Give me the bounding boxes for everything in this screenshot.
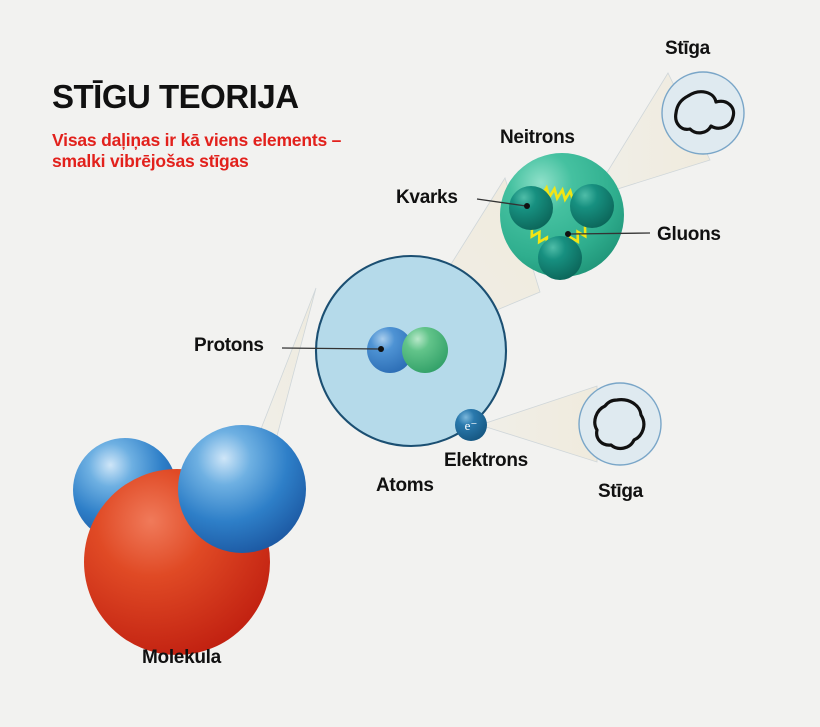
page-title: STĪGU TEORIJA: [52, 78, 299, 115]
label-kvarks: Kvarks: [396, 187, 458, 208]
page-subtitle: Visas daļiņas ir kā viens elements – sma…: [52, 130, 342, 171]
neutron-sphere: [402, 327, 448, 373]
quark-left: [509, 186, 553, 230]
string-bottom-circle: [578, 382, 662, 466]
leader-dot-protons: [378, 346, 384, 352]
electron-sphere: [455, 409, 487, 441]
quark-bottom: [538, 236, 582, 280]
leader-gluons: [568, 232, 651, 235]
string-loop-top: [674, 90, 736, 135]
leader-lines: [281, 198, 651, 352]
leader-dot-gluons: [565, 231, 571, 237]
string-top-circle: [661, 71, 745, 155]
electron-symbol-label: e⁻: [465, 418, 478, 433]
neutron-detail-graphic: [500, 153, 624, 280]
molecule-graphic: [73, 425, 306, 655]
leader-kvarks: [476, 198, 527, 207]
string-top-graphic: [661, 71, 745, 155]
atom-graphic: e⁻: [314, 254, 508, 448]
label-gluons: Gluons: [657, 224, 721, 245]
leader-protons: [281, 347, 381, 350]
label-neitrons: Neitrons: [500, 127, 575, 148]
label-stiga-bottom: Stīga: [598, 481, 643, 502]
label-protons: Protons: [194, 335, 264, 356]
hydrogen-atom-right: [178, 425, 306, 553]
quark-right: [570, 184, 614, 228]
string-loop-bottom: [593, 398, 646, 451]
proton-sphere: [367, 327, 413, 373]
label-molekula: Molekula: [142, 647, 221, 668]
label-elektrons: Elektrons: [444, 450, 528, 471]
label-stiga-top: Stīga: [665, 38, 710, 59]
string-bottom-graphic: [578, 382, 662, 466]
label-atoms: Atoms: [376, 475, 434, 496]
leader-dot-kvarks: [524, 203, 530, 209]
neutron-body: [500, 153, 624, 277]
